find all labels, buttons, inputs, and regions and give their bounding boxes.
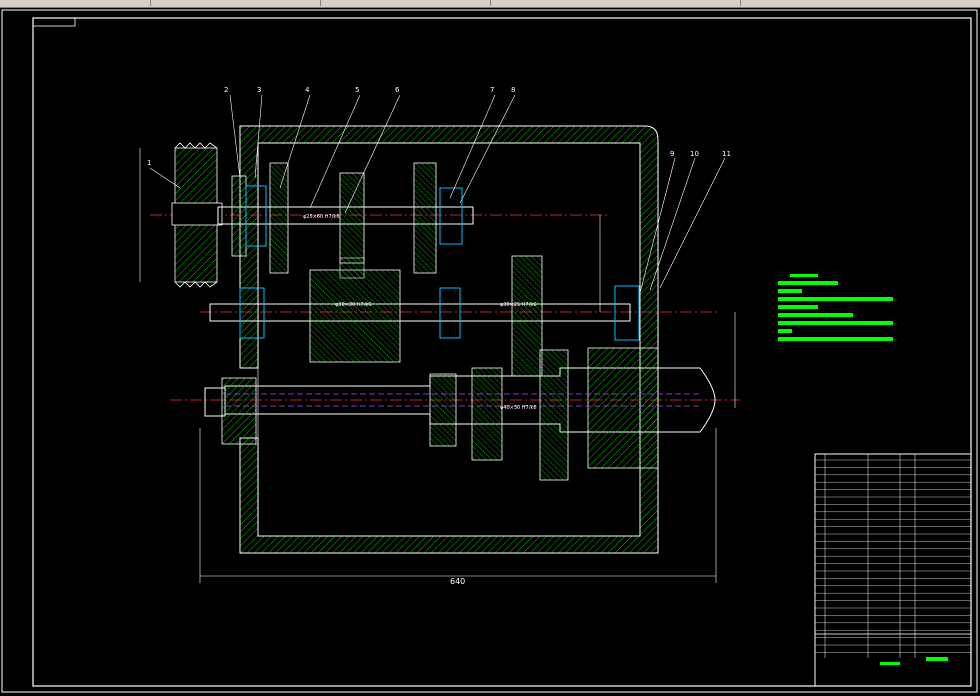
toolbar-segment xyxy=(0,0,151,6)
sheet-border xyxy=(1,9,978,693)
callout-numbers: 1 2 3 4 5 6 7 8 9 10 11 xyxy=(147,86,731,167)
svg-text:7: 7 xyxy=(490,86,494,94)
overall-dimension: 640 xyxy=(450,577,465,586)
svg-text:6: 6 xyxy=(395,86,400,94)
toolbar-segment xyxy=(490,0,741,6)
input-shaft: φ25×60 H7/k6 xyxy=(217,162,474,274)
gearbox-housing xyxy=(239,125,659,554)
main-spindle: φ40×30 H7/k6 xyxy=(204,347,716,481)
svg-text:1: 1 xyxy=(147,159,151,167)
cad-drawing-canvas[interactable]: φ25×60 H7/k6 φ30×30 H7/k6 φ30×25 H7/k6 φ… xyxy=(0,8,980,696)
toolbar-segment xyxy=(320,0,491,6)
window-toolbar xyxy=(0,0,980,8)
svg-text:3: 3 xyxy=(257,86,261,94)
inner-frame xyxy=(32,17,972,687)
dimension-lines xyxy=(139,148,736,583)
corner-tab xyxy=(32,17,76,27)
svg-text:8: 8 xyxy=(511,86,515,94)
technical-notes xyxy=(778,274,893,341)
pulley xyxy=(171,142,223,288)
svg-text:2: 2 xyxy=(224,86,228,94)
parts-list xyxy=(814,453,972,687)
part-callouts xyxy=(149,94,726,294)
toolbar-segment xyxy=(150,0,321,6)
svg-text:4: 4 xyxy=(305,86,310,94)
svg-text:11: 11 xyxy=(722,150,731,158)
svg-text:φ30×30 H7/k6: φ30×30 H7/k6 xyxy=(335,302,372,308)
svg-text:9: 9 xyxy=(670,150,674,158)
svg-text:5: 5 xyxy=(355,86,359,94)
intermediate-shaft: φ30×30 H7/k6 φ30×25 H7/k6 xyxy=(209,255,640,377)
svg-text:φ30×25 H7/k6: φ30×25 H7/k6 xyxy=(500,302,537,308)
svg-text:φ25×60 H7/k6: φ25×60 H7/k6 xyxy=(303,214,340,220)
svg-text:10: 10 xyxy=(690,150,699,158)
svg-text:φ40×30 H7/k6: φ40×30 H7/k6 xyxy=(500,405,537,411)
title-block-name xyxy=(926,657,948,661)
